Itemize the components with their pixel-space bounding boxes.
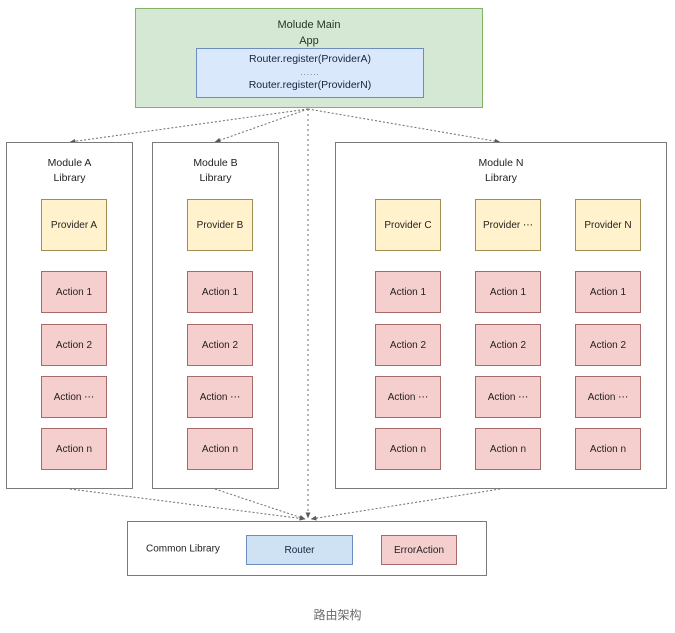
module-b-action-n[interactable]: Action n xyxy=(187,428,253,470)
erroraction-node[interactable]: ErrorAction xyxy=(381,535,457,565)
molude-main-app-container: Molude Main App Router.register(Provider… xyxy=(135,8,483,108)
module-a-title-line1: Module A xyxy=(47,157,92,169)
module-n-title-line1: Module N xyxy=(478,157,524,169)
module-b-title-line1: Module B xyxy=(193,157,238,169)
module-n-col1-action-1[interactable]: Action 1 xyxy=(375,271,441,313)
module-n-col1-action-n[interactable]: Action n xyxy=(375,428,441,470)
module-b-action-1[interactable]: Action 1 xyxy=(187,271,253,313)
module-b-action-ellipsis[interactable]: Action ⋯ xyxy=(187,376,253,418)
module-n-col1-action-ellipsis[interactable]: Action ⋯ xyxy=(375,376,441,418)
module-n-col1-action-2[interactable]: Action 2 xyxy=(375,324,441,366)
module-b-action-2[interactable]: Action 2 xyxy=(187,324,253,366)
edge-module-a-to-common xyxy=(69,488,306,521)
router-register-provider-a: Router.register(ProviderA) xyxy=(249,52,371,65)
module-b-title: Module B Library xyxy=(153,156,278,186)
module-n-title-line2: Library xyxy=(484,172,518,185)
module-a-title-line2: Library xyxy=(53,172,86,185)
common-library-container: Common Library Router ErrorAction xyxy=(127,521,487,576)
module-a-action-1[interactable]: Action 1 xyxy=(41,271,107,313)
module-n-col3-action-ellipsis[interactable]: Action ⋯ xyxy=(575,376,641,418)
module-n-col3-action-1[interactable]: Action 1 xyxy=(575,271,641,313)
diagram-caption: 路由架构 xyxy=(313,608,362,622)
app-title-line2: App xyxy=(299,34,319,47)
provider-c-node[interactable]: Provider C xyxy=(375,199,441,251)
module-n-col2-action-n[interactable]: Action n xyxy=(475,428,541,470)
module-n-col2-action-2[interactable]: Action 2 xyxy=(475,324,541,366)
module-a-action-ellipsis[interactable]: Action ⋯ xyxy=(41,376,107,418)
edge-module-n-to-common xyxy=(310,488,501,521)
module-n-col3-action-2[interactable]: Action 2 xyxy=(575,324,641,366)
router-register-ellipsis: ...... xyxy=(300,67,320,77)
module-a-action-n[interactable]: Action n xyxy=(41,428,107,470)
common-library-label: Common Library xyxy=(146,543,220,554)
edge-app-to-module-a xyxy=(69,108,309,144)
edge-app-to-module-b xyxy=(214,108,309,143)
provider-ellipsis-node[interactable]: Provider ⋯ xyxy=(475,199,541,251)
router-node[interactable]: Router xyxy=(246,535,353,565)
router-register-provider-n: Router.register(ProviderN) xyxy=(248,79,372,92)
module-n-col2-action-1[interactable]: Action 1 xyxy=(475,271,541,313)
module-a-title: Module A Library xyxy=(7,156,132,186)
module-b-library-container: Module B Library Provider B Action 1 Act… xyxy=(152,142,279,489)
module-n-col3-action-n[interactable]: Action n xyxy=(575,428,641,470)
module-n-title: Module N Library xyxy=(336,156,666,186)
provider-a-node[interactable]: Provider A xyxy=(41,199,107,251)
edge-app-to-module-n xyxy=(307,108,501,144)
module-n-col2-action-ellipsis[interactable]: Action ⋯ xyxy=(475,376,541,418)
router-register-box: Router.register(ProviderA) ...... Router… xyxy=(196,48,424,98)
module-n-library-container: Module N Library Provider C Action 1 Act… xyxy=(335,142,667,489)
app-title: Molude Main App xyxy=(278,18,341,50)
module-a-action-2[interactable]: Action 2 xyxy=(41,324,107,366)
module-a-library-container: Module A Library Provider A Action 1 Act… xyxy=(6,142,133,489)
app-title-line1: Molude Main xyxy=(277,19,341,31)
edge-module-b-to-common xyxy=(214,488,306,520)
provider-n-node[interactable]: Provider N xyxy=(575,199,641,251)
module-b-title-line2: Library xyxy=(199,172,232,185)
provider-b-node[interactable]: Provider B xyxy=(187,199,253,251)
